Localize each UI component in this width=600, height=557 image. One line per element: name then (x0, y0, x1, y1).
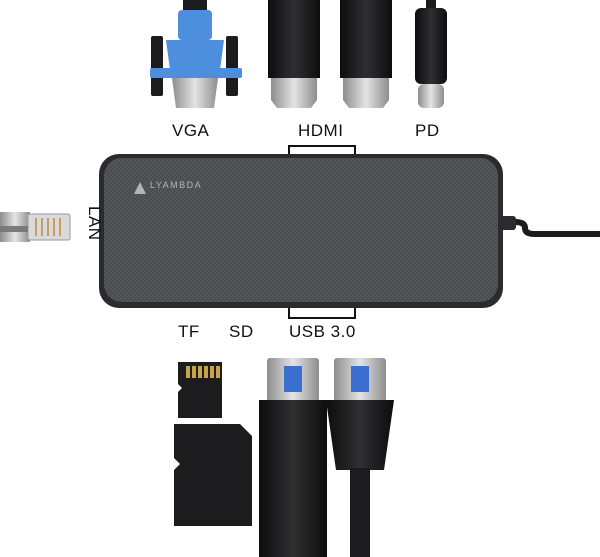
lan-label: LAN (85, 206, 104, 241)
tf-card (178, 362, 222, 418)
hdmi-connector-1 (268, 0, 320, 108)
hdmi-label: HDMI (298, 121, 344, 140)
hub-cable (500, 219, 600, 237)
usb-label: USB 3.0 (289, 322, 356, 341)
tf-label: TF (178, 322, 200, 341)
hdmi-connector-2 (340, 0, 392, 108)
usb-c-pd-connector (415, 0, 447, 108)
sd-card (174, 424, 252, 526)
vga-connector (150, 0, 242, 108)
usb-bracket (288, 308, 356, 319)
brand-name: LYAMBDA (150, 180, 203, 190)
usb-a-connector-1 (259, 358, 327, 557)
vga-label: VGA (172, 121, 210, 140)
hub-body (99, 154, 503, 308)
lan-connector (0, 212, 71, 242)
brand-logo-icon (134, 182, 146, 194)
usb-a-connector-2 (326, 358, 394, 557)
pd-label: PD (415, 121, 440, 140)
hdmi-bracket (288, 145, 356, 156)
sd-label: SD (229, 322, 254, 341)
